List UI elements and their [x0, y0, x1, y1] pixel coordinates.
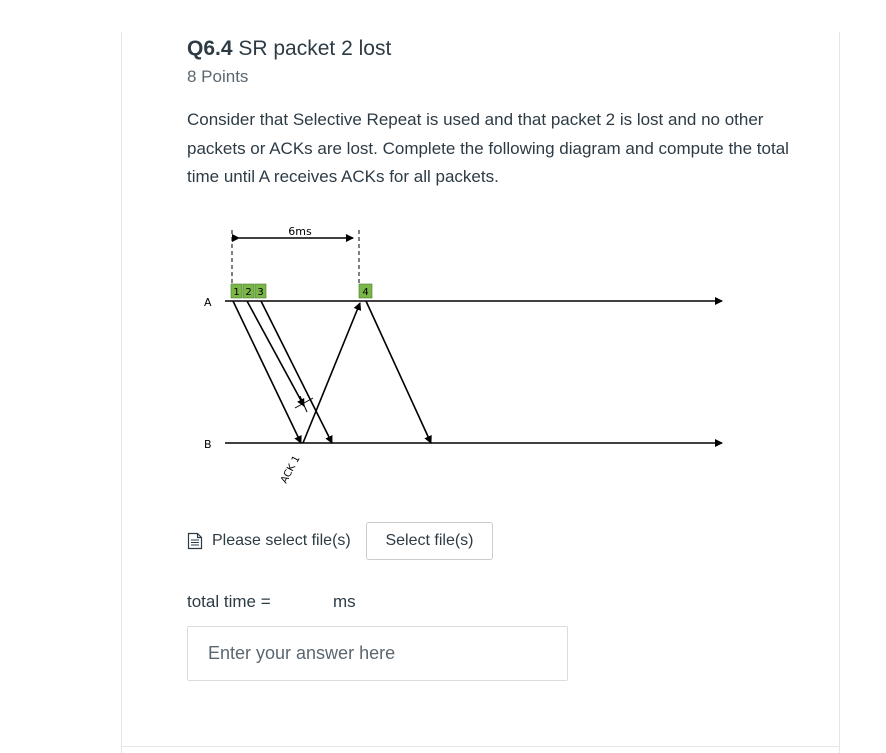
- packet-2-box: [242, 283, 255, 299]
- question-card: [121, 32, 840, 753]
- packet-1-transmission: [232, 300, 302, 444]
- host-a-label: A: [204, 296, 212, 309]
- packet-4-box: [358, 283, 373, 299]
- packet-3-transmission: [260, 300, 333, 444]
- ack-1-transmission: [302, 302, 362, 444]
- divider: [121, 746, 840, 747]
- packet-loss-mark-2: [299, 395, 308, 413]
- packet-3-label: 3: [257, 287, 263, 298]
- question-points: 8 Points: [187, 67, 249, 86]
- question-number: Q6.4: [187, 37, 233, 60]
- answer-unit: ms: [333, 592, 356, 611]
- ack-1-label: ACK 1: [279, 454, 303, 485]
- packet-2-label: 2: [245, 287, 251, 298]
- select-files-button[interactable]: Select file(s): [366, 522, 493, 560]
- question-title-text: SR packet 2 lost: [238, 37, 392, 60]
- file-upload-row: Please select file(s): [187, 522, 351, 560]
- upload-label: Please select file(s): [212, 532, 351, 549]
- packet-1-box: [230, 283, 243, 299]
- timeout-label: 6ms: [288, 225, 312, 238]
- question-body: Consider that Selective Repeat is used a…: [187, 110, 789, 186]
- document-icon: [187, 532, 203, 550]
- packet-2-transmission-lost: [246, 300, 305, 407]
- question-title: Q6.4 SR packet 2 lost: [187, 37, 391, 61]
- host-b-label: B: [204, 438, 212, 451]
- packet-4-transmission: [365, 300, 432, 444]
- packet-3-box: [254, 283, 267, 299]
- packet-4-label: 4: [362, 287, 368, 298]
- answer-input[interactable]: [187, 626, 568, 681]
- answer-prefix: total time =: [187, 592, 271, 611]
- packet-1-label: 1: [233, 287, 239, 298]
- timing-diagram: 6ms A B 1 2 3 4 ACK 1: [204, 225, 723, 485]
